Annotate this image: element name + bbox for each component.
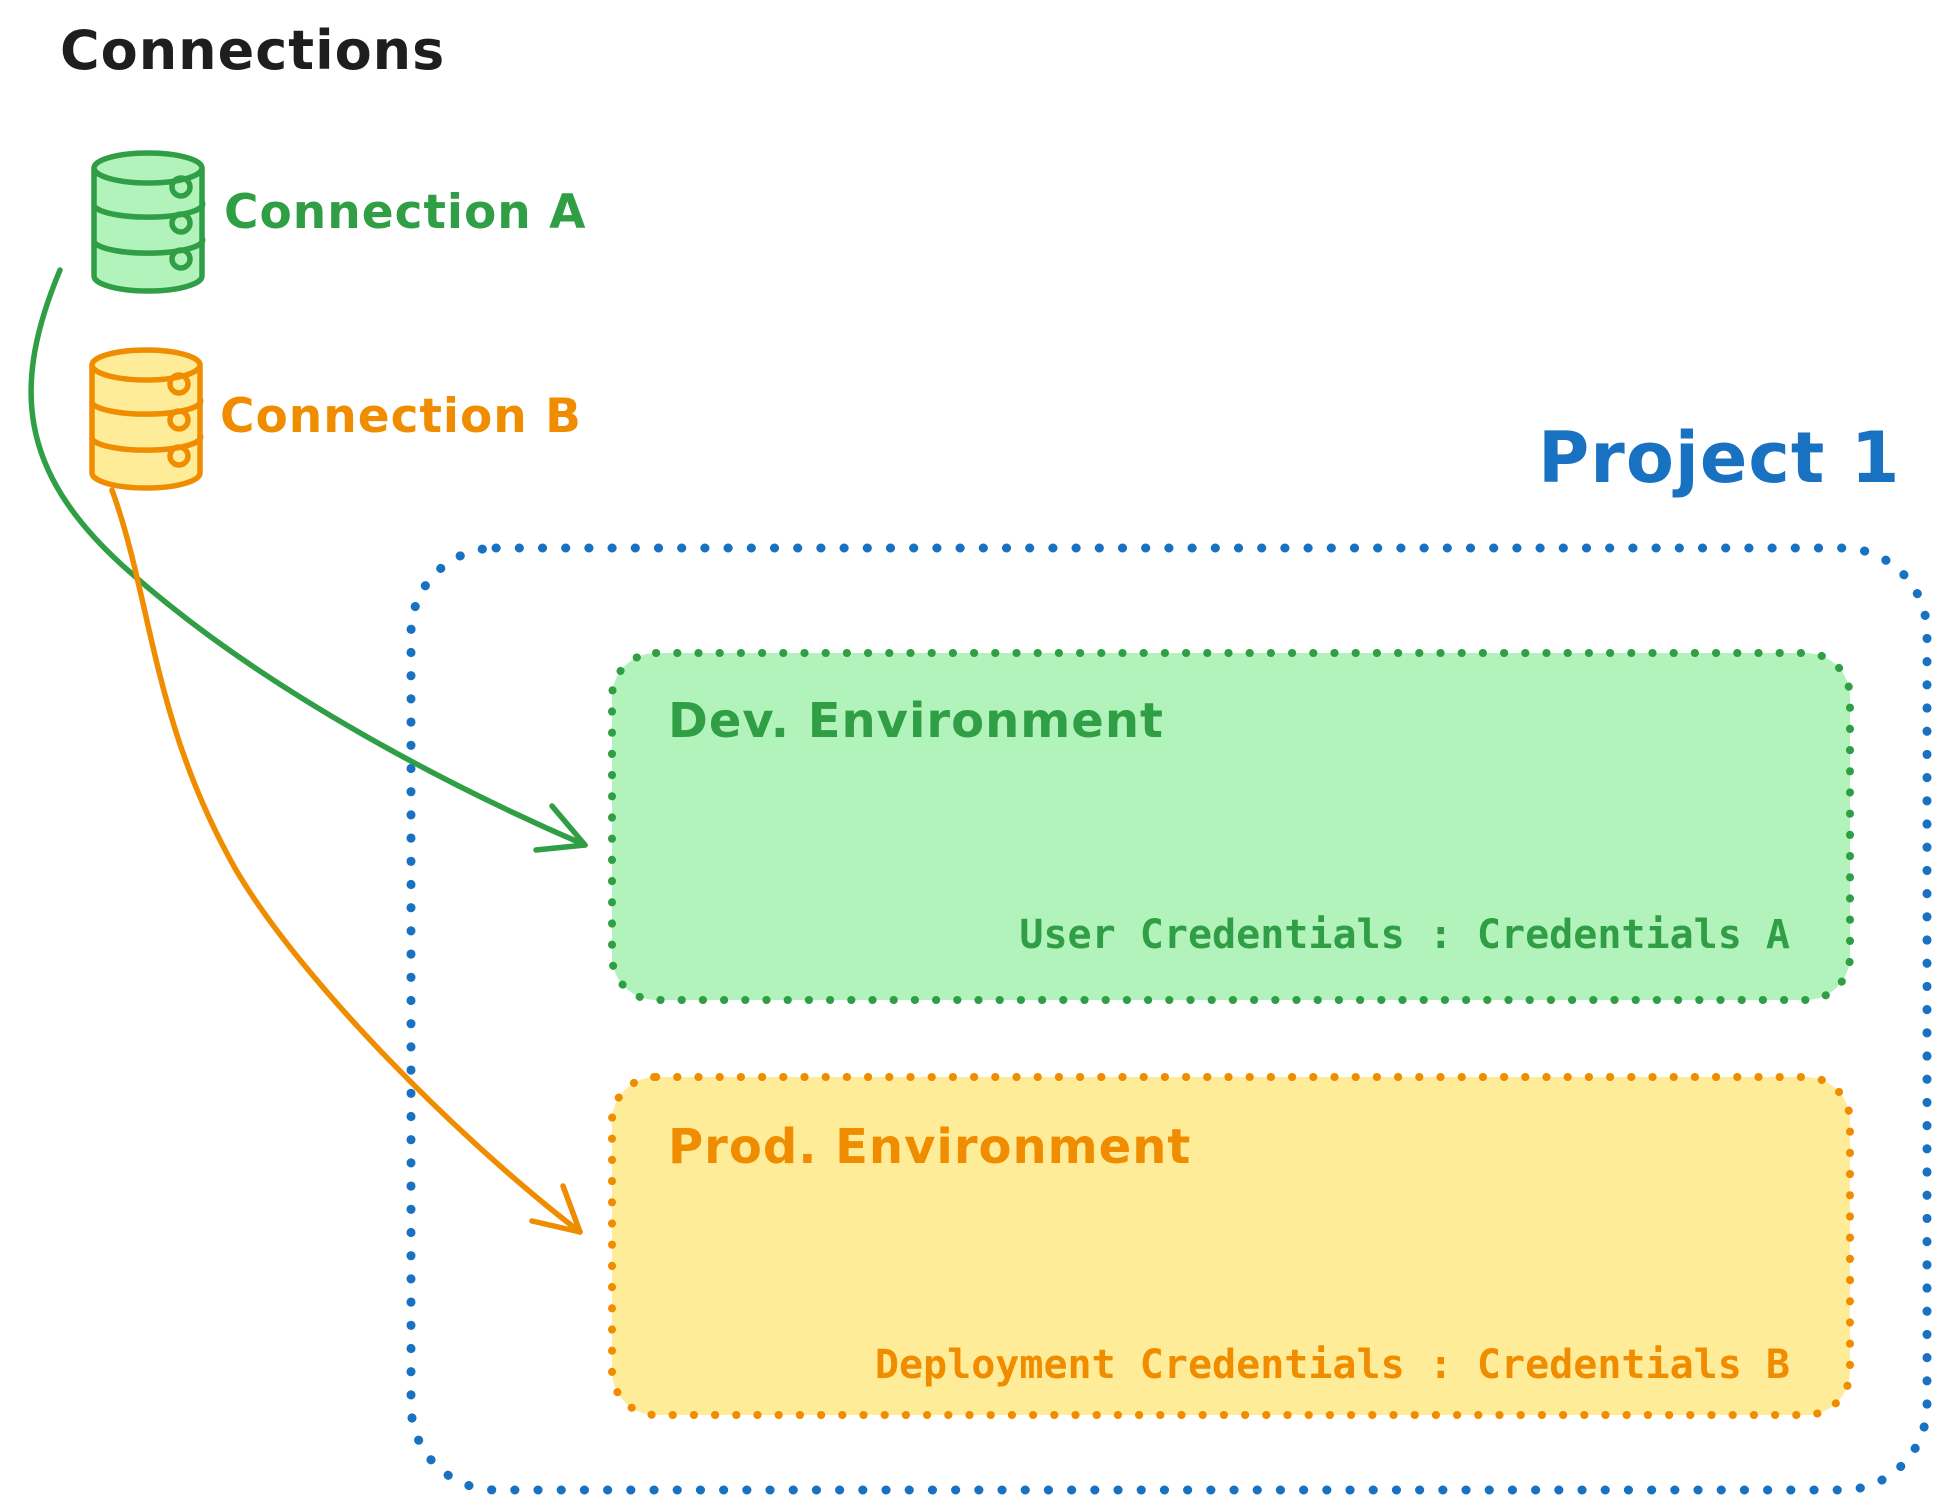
database-icon [91,150,206,294]
prod-environment-box [608,1073,1854,1419]
diagram-title: Connections [60,19,446,82]
project-title: Project 1 [1538,417,1901,499]
connection-a-arrow [28,267,588,853]
dev-environment-label: Dev. Environment [668,693,1164,749]
prod-credentials-text: Deployment Credentials : Credentials B [874,1342,1790,1388]
database-icon [89,347,204,491]
connection-b-label: Connection B [220,389,582,444]
project-container-border [406,543,1932,1495]
connection-a-label: Connection A [224,185,587,240]
dev-credentials-text: User Credentials : Credentials A [1019,912,1790,958]
prod-environment-label: Prod. Environment [668,1119,1192,1175]
connection-b-arrow [109,487,583,1235]
dev-environment-box [608,649,1854,1004]
